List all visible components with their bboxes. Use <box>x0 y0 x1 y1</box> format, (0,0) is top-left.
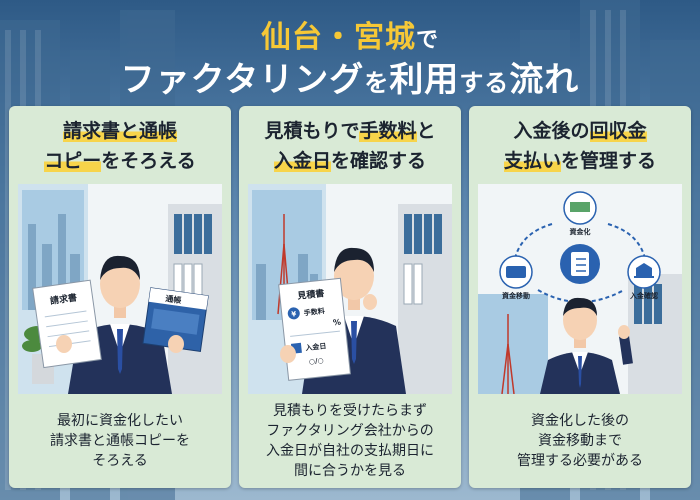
step-3-heading-l2b: を管理する <box>561 150 657 172</box>
caption-line: 最初に資金化したい <box>57 413 183 429</box>
caption-line: 請求書と通帳コピーを <box>50 433 190 449</box>
title-suru: する <box>459 69 510 97</box>
title-line-1: 仙台・宮城で <box>0 12 700 56</box>
cycle-confirm-label: 入金確認 <box>629 291 658 300</box>
deposit-date-label: 入金日 <box>304 341 327 352</box>
step-3-illustration: 資金化 資金移動 入金確認 <box>478 184 682 394</box>
title-factoring: ファクタリング <box>120 60 365 100</box>
step-1-illustration: 請求書 通帳 <box>18 184 222 394</box>
passbook-label: 通帳 <box>165 293 182 305</box>
svg-text:¥: ¥ <box>291 310 297 318</box>
title-use: 利用 <box>389 60 460 100</box>
step-3-caption: 資金化した後の 資金移動まで 管理する必要がある <box>469 398 691 484</box>
title-line-2: ファクタリングを利用する流れ <box>0 52 700 101</box>
step-2-heading-l1c: と <box>416 120 436 142</box>
caption-line: そろえる <box>92 453 148 469</box>
fee-label: 手数料 <box>303 306 325 317</box>
step-2-heading: 見積もりで手数料と 入金日を確認する <box>239 116 461 176</box>
caption-line: 間に合うかを見る <box>294 463 406 479</box>
title-particle: を <box>364 69 390 97</box>
step-2-heading-l1a: 見積もりで <box>264 120 360 142</box>
deposit-date-value: ○/○ <box>309 357 325 367</box>
caption-line: 管理する必要がある <box>517 453 643 469</box>
step-2-illustration: 見積書 ¥ 手数料 % 入金日 ○/○ <box>248 184 452 394</box>
step-2-heading-l2a: 入金日 <box>273 150 331 172</box>
caption-line: 入金日が自社の支払期日に <box>266 443 434 459</box>
step-2-heading-l2b: を確認する <box>331 150 427 172</box>
step-1-heading: 請求書と通帳 コピーをそろえる <box>9 116 231 176</box>
step-card-2: 見積もりで手数料と 入金日を確認する <box>239 106 461 488</box>
invoice-doc-label: 請求書 <box>49 291 77 307</box>
estimate-doc-title: 見積書 <box>296 287 325 302</box>
step-1-heading-l1: 請求書と通帳 <box>62 120 177 142</box>
step-1-heading-l2b: をそろえる <box>101 150 196 172</box>
step-3-heading-l1a: 入金後の <box>513 120 590 142</box>
step-2-caption: 見積もりを受けたらまず ファクタリング会社からの 入金日が自社の支払期日に 間に… <box>239 398 461 484</box>
step-3-heading: 入金後の回収金 支払いを管理する <box>469 116 691 176</box>
caption-line: ファクタリング会社からの <box>266 423 434 439</box>
title-flow: 流れ <box>509 60 580 100</box>
step-3-heading-l2a: 支払い <box>503 150 561 172</box>
step-card-3: 入金後の回収金 支払いを管理する 資金化 資金移動 <box>469 106 691 488</box>
title-suffix: で <box>415 28 439 53</box>
cycle-transfer-label: 資金移動 <box>502 291 530 300</box>
step-2-heading-l1b: 手数料 <box>359 120 417 142</box>
caption-line: 資金移動まで <box>538 433 622 449</box>
step-3-heading-l1b: 回収金 <box>589 120 647 142</box>
cycle-funding-label: 資金化 <box>570 227 591 236</box>
step-1-heading-l2a: コピー <box>44 150 102 172</box>
caption-line: 資金化した後の <box>531 413 629 429</box>
step-card-1: 請求書と通帳 コピーをそろえる 請求書 <box>9 106 231 488</box>
percent-label: % <box>332 318 341 328</box>
caption-line: 見積もりを受けたらまず <box>273 403 427 419</box>
step-1-caption: 最初に資金化したい 請求書と通帳コピーを そろえる <box>9 398 231 484</box>
title-accent: 仙台・宮城 <box>260 20 416 55</box>
